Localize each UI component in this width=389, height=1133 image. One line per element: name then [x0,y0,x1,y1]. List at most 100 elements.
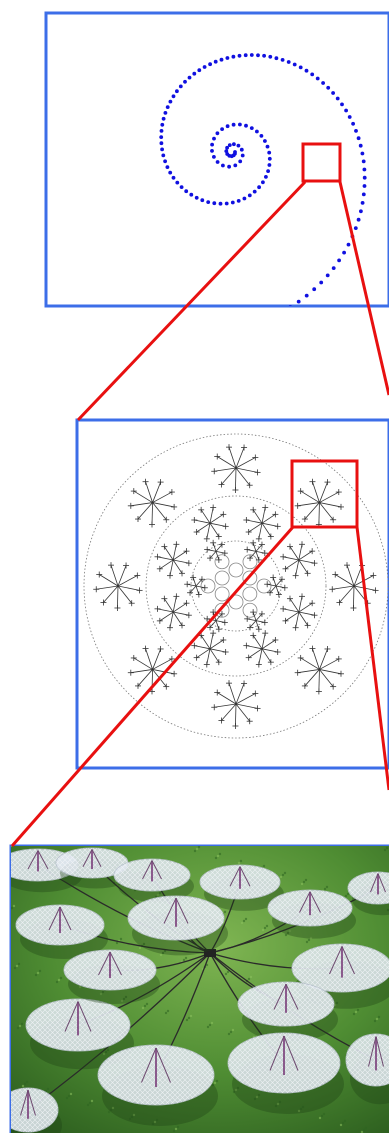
grass-speck [345,895,347,897]
grass-speck [26,1081,28,1083]
grass-speck [185,957,187,959]
grass-speck [19,1025,21,1027]
spiral-dot [212,155,216,159]
spiral-dot [344,109,348,113]
grass-speck [306,941,308,943]
grass-speck [280,876,282,878]
grass-speck [58,979,60,981]
spiral-dot [189,193,193,197]
spiral-dot [264,175,268,179]
grass-speck [186,1019,188,1021]
spiral-dot [297,300,301,304]
spiral-dot [216,131,220,135]
spiral-dot [219,202,223,206]
grass-speck [217,855,219,857]
grass-speck [245,918,247,920]
grass-speck [262,929,264,931]
station-spoke [235,704,236,726]
spiral-dot [267,151,271,155]
grass-speck [224,911,226,913]
grass-speck [347,893,349,895]
grass-speck [216,1080,218,1082]
grass-speck [225,973,227,975]
grass-speck [250,976,252,978]
spiral-dot [250,53,254,57]
grass-speck [91,1100,93,1102]
grass-speck [39,970,41,972]
spiral-dot [184,189,188,193]
grass-speck [305,879,307,881]
spiral-dot [256,53,260,57]
spiral-dot [179,85,183,89]
spiral-dot [270,315,274,319]
spiral-dot [268,157,272,161]
spiral-dot [241,326,245,330]
grass-speck [207,1026,209,1028]
spiral-dot [232,123,236,127]
spiral-dot [216,160,220,164]
spiral-dot [220,127,224,131]
grass-speck [16,965,18,967]
spiral-dot [166,105,170,109]
spiral-dot [197,68,201,72]
spiral-dot [357,218,361,222]
spiral-dot [261,319,265,323]
spiral-dot [163,159,167,163]
spiral-dot [361,152,365,156]
grass-speck [13,905,15,907]
grass-speck [378,1016,380,1018]
grass-speck [357,1009,359,1011]
spiral-dot [347,243,351,247]
spiral-dot [268,163,272,167]
spiral-dot [340,103,344,107]
spiral-dot [293,63,297,67]
spiral-dot [363,176,367,180]
grass-speck [47,1088,49,1090]
spiral-dot [208,62,212,66]
spiral-dot [195,196,199,200]
spiral-dot [263,139,267,143]
spiral-dot [212,201,216,205]
grass-speck [374,1020,376,1022]
spiral-dot [220,58,224,62]
grass-speck [243,920,245,922]
grass-speck [56,981,58,983]
spiral-dot [228,143,232,147]
grass-speck [165,1012,167,1014]
station-spoke [117,586,118,608]
spiral-dot [221,164,225,168]
grass-speck [326,886,328,888]
spiral-dot [280,310,284,314]
spiral-panel-frame [46,13,389,306]
spiral-dot [237,144,241,148]
spiral-dot [319,281,323,285]
spiral-dot [232,55,236,59]
spiral-dot [183,80,187,84]
spiral-dot [175,181,179,185]
spiral-dot [238,160,242,164]
spiral-dot [168,171,172,175]
grass-speck [175,1128,177,1130]
spiral-dot [326,274,330,278]
grass-speck [14,967,16,969]
spiral-dot [354,129,358,133]
spiral-dot [287,60,291,64]
spiral-dot [180,185,184,189]
spiral-dot [160,129,164,133]
spiral-array-panel [46,13,389,330]
spiral-dot [244,124,248,128]
spiral-dot [305,69,309,73]
spiral-dot [188,76,192,80]
grass-speck [376,1018,378,1020]
station-spoke [319,503,320,525]
grass-speck [60,977,62,979]
spiral-dot [310,73,314,77]
spiral-dot [266,169,270,173]
spiral-dot [241,154,245,158]
grass-speck [167,1010,169,1012]
spiral-dot [257,185,261,189]
grass-speck [17,1027,19,1029]
grass-speck [303,881,305,883]
grass-speck [323,1113,325,1115]
